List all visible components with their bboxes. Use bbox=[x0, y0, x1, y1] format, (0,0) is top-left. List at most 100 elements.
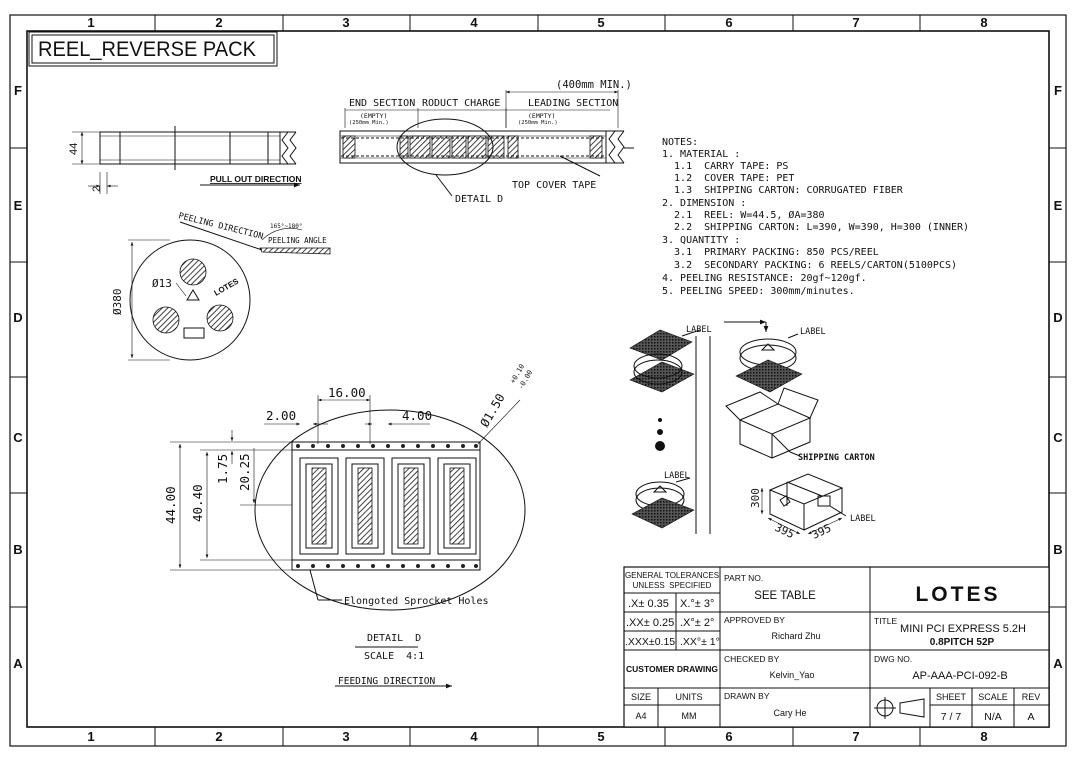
col-label-3: 3 bbox=[342, 15, 349, 30]
carton-height-dim: 300 bbox=[749, 488, 762, 508]
note-line: 4. PEELING RESISTANCE: 20gf~120gf. bbox=[662, 273, 867, 284]
detail-scale: SCALE 4:1 bbox=[364, 651, 424, 662]
col-label-6-bottom: 6 bbox=[725, 729, 732, 744]
detail-d-view bbox=[170, 395, 526, 689]
col-label-5-bottom: 5 bbox=[597, 729, 604, 744]
tb-tol-xx-ang: .X°± 2° bbox=[680, 617, 714, 629]
col-label-2-bottom: 2 bbox=[215, 729, 222, 744]
detail-1-75-dim: 1.75 bbox=[215, 454, 230, 484]
tb-part-no-label: PART NO. bbox=[724, 573, 763, 583]
col-label-5: 5 bbox=[597, 15, 604, 30]
note-line: 1. MATERIAL : bbox=[662, 149, 740, 160]
pack-label-1: LABEL bbox=[686, 325, 712, 335]
tb-tol-x: .X± 0.35 bbox=[628, 598, 669, 610]
tb-sheet-value: 7 / 7 bbox=[941, 711, 962, 723]
row-label-E-right: E bbox=[1054, 198, 1063, 213]
tb-approved-value: Richard Zhu bbox=[771, 631, 820, 641]
col-label-8-bottom: 8 bbox=[980, 729, 987, 744]
tb-approved-label: APPROVED BY bbox=[724, 615, 785, 625]
tb-tol-xx: .XX± 0.25 bbox=[626, 617, 674, 629]
tb-gen-tol-1: GENERAL TOLERANCES bbox=[625, 571, 719, 580]
row-label-D-right: D bbox=[1053, 310, 1062, 325]
packing-illustration bbox=[629, 319, 847, 535]
tb-title-line1: MINI PCI EXPRESS 5.2H bbox=[900, 623, 1026, 635]
title-box-inner bbox=[31, 34, 275, 64]
pack-label-3: LABEL bbox=[664, 471, 690, 481]
tb-customer-drawing: CUSTOMER DRAWING bbox=[626, 664, 718, 674]
peeling-angle: PEELING ANGLE bbox=[268, 236, 327, 245]
section-view bbox=[339, 90, 634, 197]
detail-4-00-dim: 4.00 bbox=[402, 408, 432, 423]
reel-logo: LOTES bbox=[213, 276, 241, 297]
tb-drawn-label: DRAWN BY bbox=[724, 691, 770, 701]
col-label-8: 8 bbox=[980, 15, 987, 30]
tb-title-line2: 0.8PITCH 52P bbox=[930, 637, 995, 648]
col-label-1: 1 bbox=[87, 15, 94, 30]
row-label-B-right: B bbox=[1053, 542, 1062, 557]
product-charge-label: RODUCT CHARGE bbox=[422, 98, 500, 109]
row-label-D: D bbox=[13, 310, 22, 325]
note-line: 2. DIMENSION : bbox=[662, 198, 746, 209]
col-label-2: 2 bbox=[215, 15, 222, 30]
notes-list: 1. MATERIAL : 1.1 CARRY TAPE: PS 1.2 COV… bbox=[662, 149, 969, 297]
note-line: 1.2 COVER TAPE: PET bbox=[662, 173, 794, 184]
tb-dwg-value: AP-AAA-PCI-092-B bbox=[912, 670, 1007, 682]
peeling-direction: PEELING DIRECTION bbox=[177, 211, 264, 242]
col-label-7: 7 bbox=[852, 15, 859, 30]
reel-view bbox=[128, 221, 331, 361]
note-line: 3.2 SECONDARY PACKING: 6 REELS/CARTON(51… bbox=[662, 260, 957, 271]
empty-label-1: (EMPTY) bbox=[360, 112, 387, 120]
tape-side-view bbox=[72, 126, 300, 194]
sprocket-note: Elongoted Sprocket Holes bbox=[344, 596, 489, 607]
note-line: 3.1 PRIMARY PACKING: 850 PCS/REEL bbox=[662, 247, 879, 258]
note-line: 2.2 SHIPPING CARTON: L=390, W=390, H=300… bbox=[662, 222, 969, 233]
detail-hole-dim: Ø1.50 bbox=[477, 391, 507, 429]
reel-dia-dim: Ø380 bbox=[111, 289, 124, 316]
col-label-3-bottom: 3 bbox=[342, 729, 349, 744]
top-cover-tape-label: TOP COVER TAPE bbox=[512, 180, 596, 191]
tb-part-no-value: SEE TABLE bbox=[754, 590, 816, 602]
col-label-4-bottom: 4 bbox=[470, 729, 478, 744]
tb-units-value: MM bbox=[682, 711, 697, 721]
tb-title-label: TITLE bbox=[874, 616, 897, 626]
tb-scale-label: SCALE bbox=[978, 692, 1008, 702]
tb-drawn-value: Cary He bbox=[773, 708, 806, 718]
note-line: 1.1 CARRY TAPE: PS bbox=[662, 161, 788, 172]
tb-checked-value: Kelvin_Yao bbox=[770, 670, 815, 680]
section-total-dim: (400mm MIN.) bbox=[556, 79, 632, 91]
col-label-4: 4 bbox=[470, 15, 478, 30]
detail-44-00-dim: 44.00 bbox=[163, 486, 178, 524]
row-label-C-right: C bbox=[1053, 430, 1063, 445]
notes-title: NOTES: bbox=[662, 137, 698, 148]
note-line: 5. PEELING SPEED: 300mm/minutes. bbox=[662, 286, 855, 297]
title-box-outer bbox=[28, 31, 278, 67]
tb-units-label: UNITS bbox=[676, 692, 703, 702]
tb-size-value: A4 bbox=[635, 711, 646, 721]
carton-width-dim: 395 bbox=[810, 522, 834, 542]
tape-thickness-dim: 2 bbox=[91, 186, 103, 192]
detail-d-callout: DETAIL D bbox=[455, 194, 503, 205]
pull-out-direction: PULL OUT DIRECTION bbox=[210, 174, 301, 184]
tb-company-logo: LOTES bbox=[915, 583, 1000, 606]
tb-rev-label: REV bbox=[1022, 692, 1041, 702]
tb-sheet-label: SHEET bbox=[936, 692, 967, 702]
feeding-direction: FEEDING DIRECTION bbox=[338, 676, 436, 687]
col-label-1-bottom: 1 bbox=[87, 729, 94, 744]
peeling-angle-range: 165°~180° bbox=[270, 223, 303, 230]
column-ticks bbox=[154, 15, 921, 746]
row-label-C: C bbox=[13, 430, 23, 445]
detail-40-40-dim: 40.40 bbox=[190, 484, 205, 522]
detail-pitch-dim: 16.00 bbox=[328, 385, 366, 400]
note-line: 1.3 SHIPPING CARTON: CORRUGATED FIBER bbox=[662, 185, 904, 196]
tb-scale-value: N/A bbox=[984, 711, 1002, 723]
note-line: 3. QUANTITY : bbox=[662, 235, 740, 246]
row-label-A: A bbox=[13, 656, 23, 671]
row-label-E: E bbox=[14, 198, 23, 213]
note-line: 2.1 REEL: W=44.5, ØA=380 bbox=[662, 209, 825, 221]
tb-size-label: SIZE bbox=[631, 692, 651, 702]
leading-section-label: LEADING SECTION bbox=[528, 98, 618, 109]
tb-rev-value: A bbox=[1027, 711, 1034, 723]
tb-dwg-label: DWG NO. bbox=[874, 654, 912, 664]
col-label-7-bottom: 7 bbox=[852, 729, 859, 744]
empty-sub-1: (250mm Min.) bbox=[349, 120, 389, 126]
